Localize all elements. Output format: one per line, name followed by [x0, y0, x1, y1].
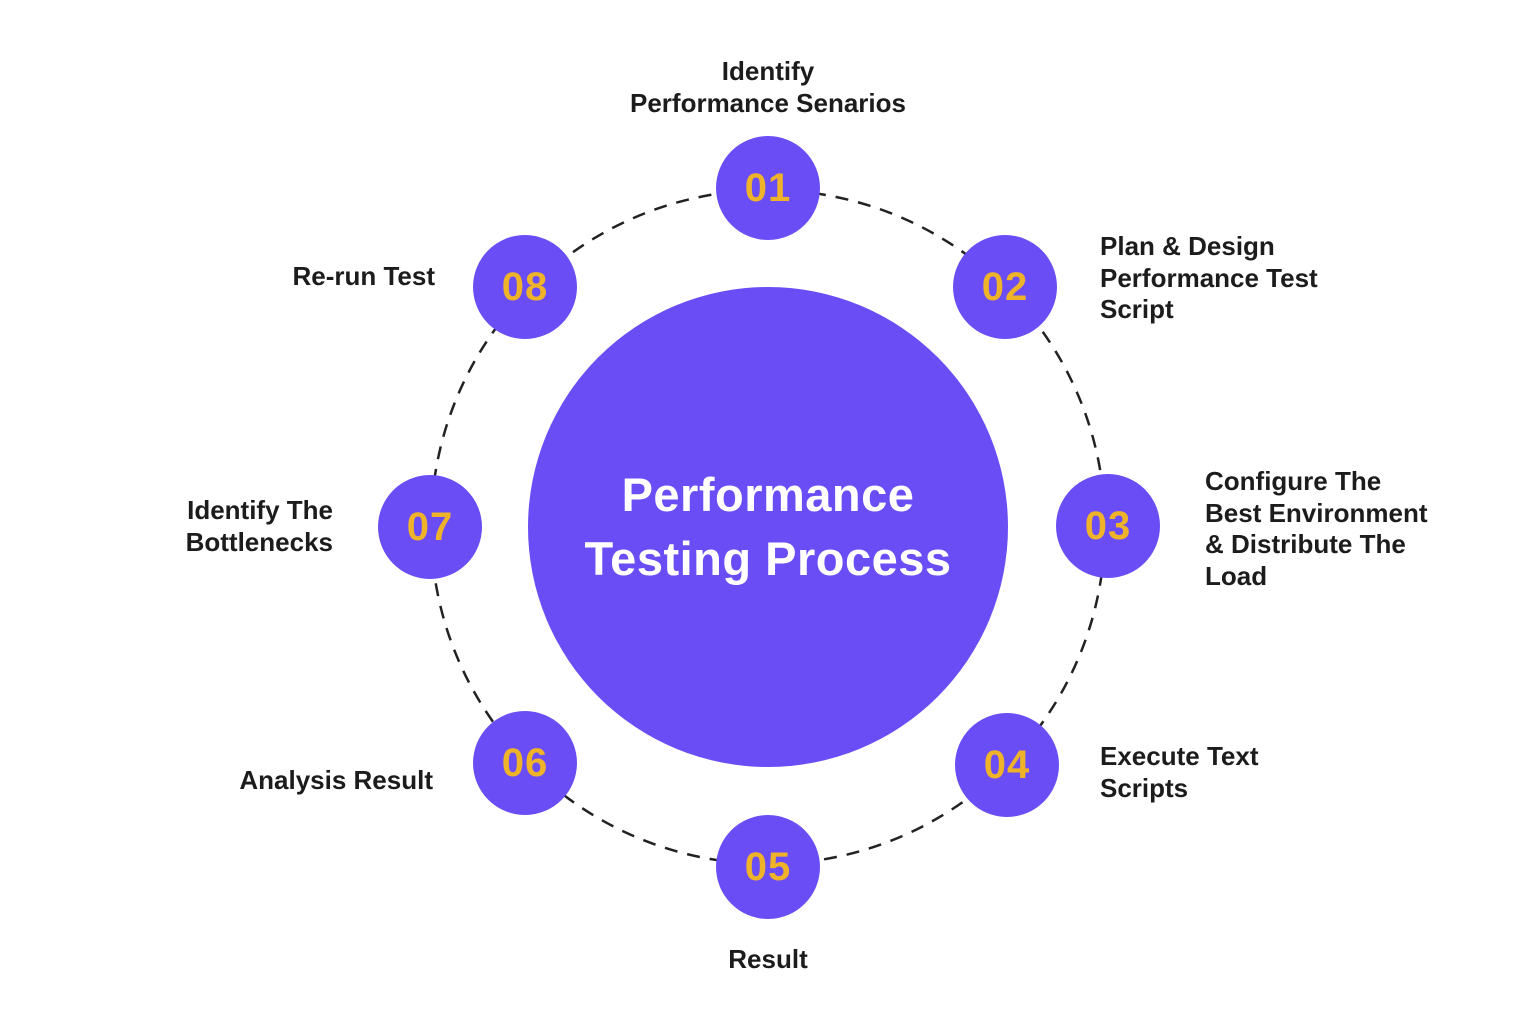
step-node-02: 02 — [953, 235, 1057, 339]
step-label-06: Analysis Result — [239, 765, 433, 795]
step-number-01: 01 — [744, 165, 792, 210]
step-label-05: Result — [728, 944, 808, 974]
step-label-03: Configure The Best Environment & Distrib… — [1205, 466, 1428, 592]
step-node-06: 06 — [473, 711, 577, 815]
center-circle: Performance Testing Process — [528, 287, 1008, 767]
step-number-03: 03 — [1084, 503, 1132, 548]
step-label-01: Identify Performance Senarios — [629, 56, 906, 118]
step-node-07: 07 — [378, 475, 482, 579]
step-number-02: 02 — [981, 264, 1029, 309]
step-label-07: Identify The Bottlenecks — [185, 495, 333, 557]
step-node-05: 05 — [716, 815, 820, 919]
step-number-04: 04 — [983, 742, 1031, 787]
step-node-03: 03 — [1056, 474, 1160, 578]
step-number-07: 07 — [406, 504, 454, 549]
diagram-title: Performance Testing Process — [584, 468, 952, 585]
step-node-08: 08 — [473, 235, 577, 339]
step-label-04: Execute Text Scripts — [1100, 741, 1259, 803]
step-node-04: 04 — [955, 713, 1059, 817]
step-number-05: 05 — [744, 844, 792, 889]
step-label-08: Re-run Test — [292, 261, 435, 291]
step-number-06: 06 — [501, 740, 549, 785]
step-label-02: Plan & Design Performance Test Script — [1100, 231, 1318, 325]
step-number-08: 08 — [501, 264, 549, 309]
step-node-01: 01 — [716, 136, 820, 240]
